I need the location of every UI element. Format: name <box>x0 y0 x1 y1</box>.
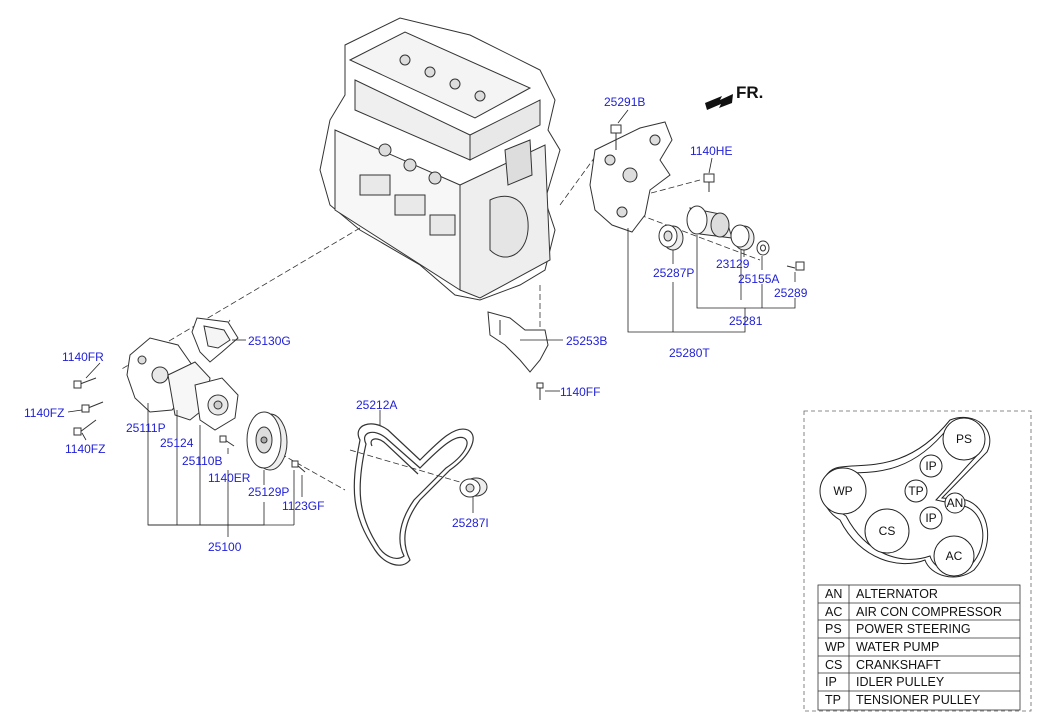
belt-routing-diagram: PS IP WP TP AN IP CS AC <box>819 416 991 578</box>
legend-name: CRANKSHAFT <box>856 658 941 672</box>
front-direction-label: FR. <box>736 83 763 102</box>
part-label-25129P[interactable]: 25129P <box>248 485 289 499</box>
front-direction-indicator: FR. <box>705 83 763 110</box>
legend-code: AC <box>825 605 842 619</box>
pulley-label-an: AN <box>947 496 964 510</box>
belt-routing-panel: PS IP WP TP AN IP CS AC <box>803 410 1032 712</box>
part-label-25253B[interactable]: 25253B <box>566 334 607 348</box>
callout-leader-lines <box>67 109 796 537</box>
tensioner-bracket-illustration <box>589 121 673 233</box>
pulley-23129-illustration <box>730 224 755 251</box>
part-label-25100[interactable]: 25100 <box>208 540 242 554</box>
part-label-25289[interactable]: 25289 <box>774 286 808 300</box>
part-label-1140FZ-lower[interactable]: 1140FZ <box>65 442 105 456</box>
part-label-1140FZ-upper[interactable]: 1140FZ <box>24 406 64 420</box>
water-pump-illustration <box>194 377 239 431</box>
gasket-25130G-illustration <box>191 317 239 363</box>
pulley-label-wp: WP <box>833 484 852 498</box>
legend-name: WATER PUMP <box>856 640 939 654</box>
part-label-25130G[interactable]: 25130G <box>248 334 291 348</box>
part-label-23129[interactable]: 23129 <box>716 257 750 271</box>
pulley-label-ip-low: IP <box>925 511 936 525</box>
idler-pulley-25287P-illustration <box>658 224 684 251</box>
water-pump-pulley-illustration <box>246 411 288 471</box>
legend-name: POWER STEERING <box>856 622 971 636</box>
part-label-25280T[interactable]: 25280T <box>669 346 710 360</box>
pulley-label-ps: PS <box>956 432 972 446</box>
part-label-1140FF[interactable]: 1140FF <box>560 385 600 399</box>
drive-belt-illustration <box>353 423 474 566</box>
part-label-25155A[interactable]: 25155A <box>738 272 779 286</box>
part-label-25110B[interactable]: 25110B <box>182 454 222 468</box>
part-label-25212A[interactable]: 25212A <box>356 398 397 412</box>
engine-block-illustration <box>319 17 561 301</box>
pulley-label-ac: AC <box>946 549 963 563</box>
bolt-25291B-illustration <box>610 124 622 150</box>
part-label-1140HE[interactable]: 1140HE <box>690 144 732 158</box>
legend-code: WP <box>825 640 845 654</box>
bolts-water-pump-illustration <box>73 377 306 473</box>
bolt-1140HE-illustration <box>703 173 715 192</box>
legend-name: TENSIONER PULLEY <box>856 693 981 707</box>
part-label-25111P[interactable]: 25111P <box>126 421 166 435</box>
part-label-25124[interactable]: 25124 <box>160 436 194 450</box>
part-label-25291B[interactable]: 25291B <box>604 95 645 109</box>
pulley-label-ip-top: IP <box>925 459 936 473</box>
legend-code: CS <box>825 658 842 672</box>
legend-code: TP <box>825 693 841 707</box>
part-label-25287P[interactable]: 25287P <box>653 266 694 280</box>
legend-name: IDLER PULLEY <box>856 675 945 689</box>
part-label-1140FR[interactable]: 1140FR <box>62 350 104 364</box>
part-label-1140ER[interactable]: 1140ER <box>208 471 251 485</box>
belt-legend-table: AN ALTERNATOR AC AIR CON COMPRESSOR PS P… <box>817 584 1021 711</box>
washer-25155A-illustration <box>756 240 770 256</box>
tensioner-pulley-illustration <box>686 205 733 239</box>
legend-name: AIR CON COMPRESSOR <box>856 605 1002 619</box>
idler-pulley-25287I-illustration <box>459 477 488 498</box>
pulley-label-cs: CS <box>879 524 896 538</box>
legend-code: PS <box>825 622 842 636</box>
pulley-label-tp: TP <box>908 484 923 498</box>
bracket-25253B-illustration <box>487 311 549 400</box>
bolt-25289-illustration <box>786 261 805 271</box>
part-label-25287I[interactable]: 25287I <box>452 516 489 530</box>
part-callouts: 25291B 1140HE 25287P 23129 25155A 25289 … <box>24 95 808 554</box>
legend-code: IP <box>825 675 837 689</box>
legend-name: ALTERNATOR <box>856 587 938 601</box>
dashed-assembly-lines <box>119 149 761 491</box>
part-label-25281[interactable]: 25281 <box>729 314 763 328</box>
part-label-1123GF[interactable]: 1123GF <box>282 499 324 513</box>
legend-code: AN <box>825 587 842 601</box>
